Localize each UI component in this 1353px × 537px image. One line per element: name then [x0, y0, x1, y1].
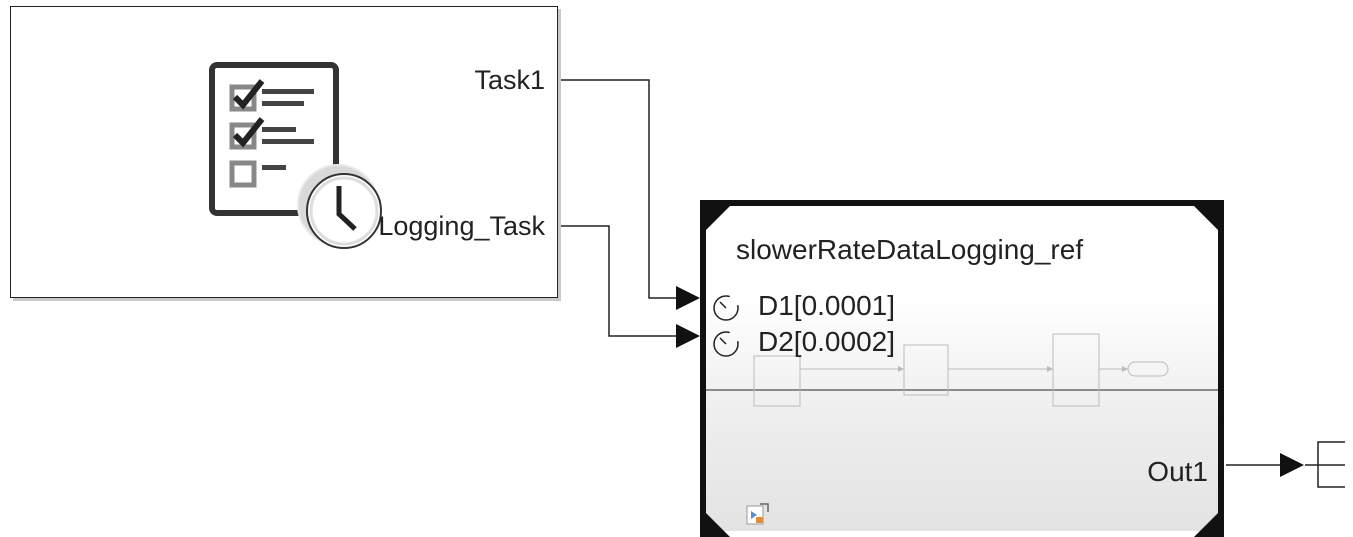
model-reference-block[interactable]: slowerRateDataLogging_ref D1[0.0001] D2[…: [700, 200, 1224, 537]
input-label-d1: D1[0.0001]: [758, 290, 895, 321]
output-label-out1: Out1: [1147, 456, 1208, 487]
port-label-logging-task: Logging_Task: [378, 211, 545, 241]
input-label-d2: D2[0.0002]: [758, 326, 895, 357]
task-scheduler-block[interactable]: Task1 Logging_Task: [10, 6, 558, 298]
clock-icon: [713, 331, 739, 357]
arrowhead-d2: [676, 324, 700, 348]
clock-icon: [713, 295, 739, 321]
model-badge-icon[interactable]: [746, 502, 770, 526]
signal-line-task1[interactable]: [556, 79, 676, 299]
port-label-task1: Task1: [474, 65, 545, 95]
checklist-clock-icon: [209, 62, 382, 249]
corner-markers: [700, 206, 1224, 537]
arrowhead-d1: [676, 286, 700, 310]
model-thumbnail: [706, 333, 1218, 407]
arrowhead-out1: [1280, 453, 1304, 477]
model-reference-title: slowerRateDataLogging_ref: [736, 234, 1084, 265]
terminator-icon[interactable]: [1305, 441, 1345, 488]
signal-line-logging-task[interactable]: [556, 225, 676, 337]
